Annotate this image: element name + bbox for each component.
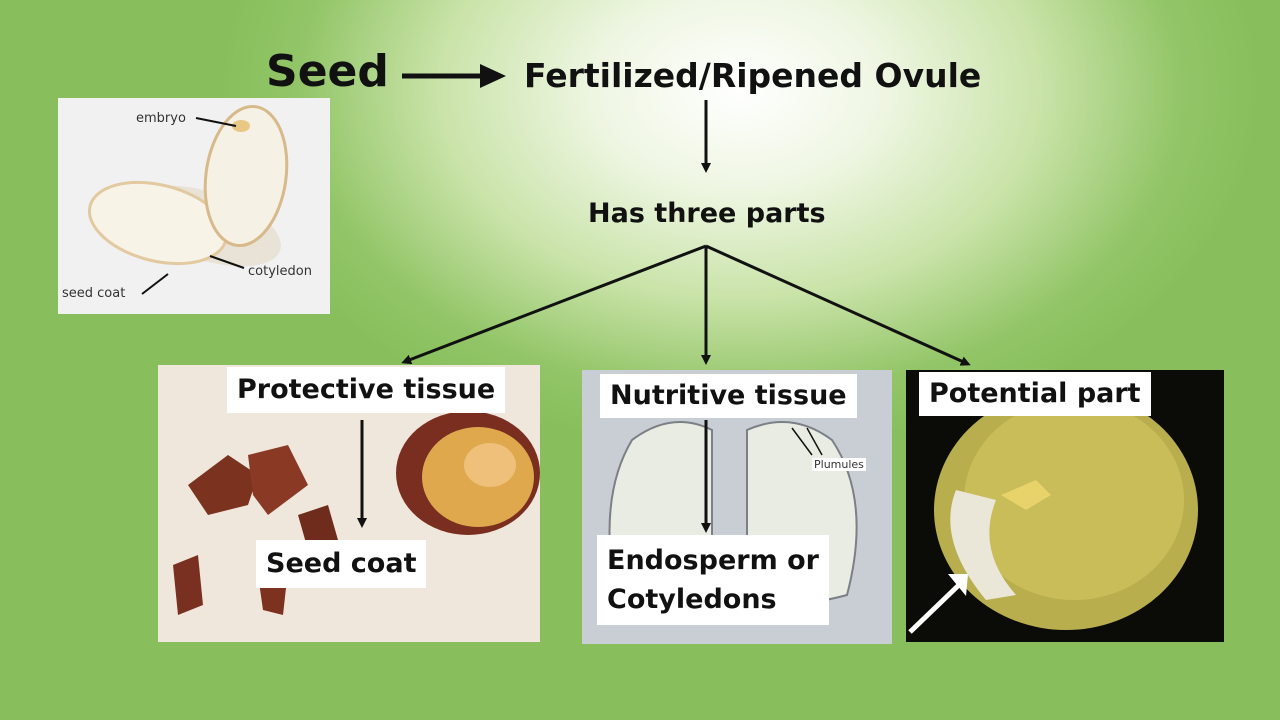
protective-tissue-label: Protective tissue	[227, 367, 506, 413]
seed-coat-label: seed coat	[62, 286, 126, 301]
potential-part-label: Potential part	[919, 372, 1151, 416]
nutritive-tissue-label: Nutritive tissue	[600, 374, 857, 418]
cotyledons-line: Cotyledons	[607, 584, 777, 616]
embryo-label: embryo	[136, 111, 186, 126]
seed-dissection-photo: embryo cotyledon seed coat	[58, 98, 330, 314]
seed-coat-label: Seed coat	[256, 540, 427, 588]
seed-halves-image	[87, 104, 289, 295]
seed-to-ovule-arrowhead	[480, 64, 506, 88]
three-parts-label: Has three parts	[588, 198, 826, 229]
plumules-label: Plumules	[812, 458, 866, 471]
cotyledon-label: cotyledon	[248, 264, 312, 279]
endosperm-line: Endosperm or	[607, 545, 819, 576]
embryo-photo	[906, 370, 1224, 642]
branch-right-arrow	[705, 244, 971, 366]
branch-left-arrow	[401, 244, 707, 365]
endosperm-cotyledons-label: Endosperm or Cotyledons	[597, 535, 829, 626]
ovule-title: Fertilized/Ripened Ovule	[524, 56, 982, 95]
seed-title: Seed	[266, 46, 389, 97]
embryo-image	[908, 390, 1198, 634]
